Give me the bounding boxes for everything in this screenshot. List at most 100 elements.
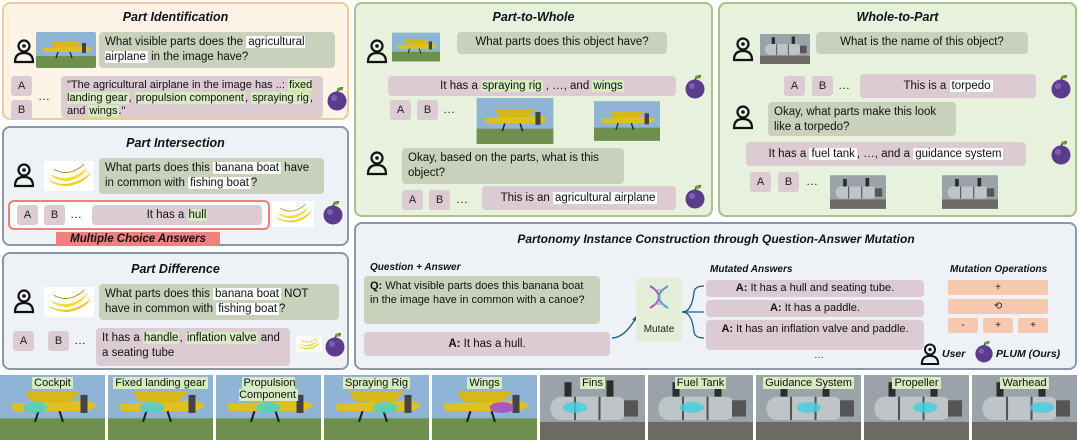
strip-label-text: Propeller: [892, 377, 941, 389]
mutated-answer-1: A: It has a hull and seating tube.: [706, 280, 924, 297]
strip-label: Fixed landing gear: [108, 377, 213, 389]
mutated-answer-2: A: It has a paddle.: [706, 300, 924, 317]
more-options: …: [838, 78, 850, 92]
part-highlight-mark: [679, 402, 704, 413]
partonomy-panel: Partonomy Instance Construction through …: [354, 222, 1077, 370]
banana-boat-part-image: [272, 198, 314, 230]
more-options: …: [456, 192, 468, 206]
option-b[interactable]: B: [778, 172, 799, 192]
airplane-thumb-image: [216, 375, 321, 440]
banana-boat-image: [44, 284, 94, 320]
question-bubble: Okay, what parts make this look like a t…: [768, 102, 956, 136]
part-highlight-mark: [913, 402, 938, 413]
part-intersection-title: Part Intersection: [126, 136, 225, 150]
plum-icon: [1050, 74, 1072, 100]
airplane-image: [392, 28, 440, 66]
airplane-thumb-image: [432, 375, 537, 440]
airplane-thumb-image: [324, 375, 429, 440]
legend-plum-icon: [974, 340, 994, 364]
option-b[interactable]: B: [44, 205, 65, 225]
part-highlight-mark: [256, 402, 281, 413]
fuel-tank-image: [830, 168, 886, 216]
user-icon: [13, 162, 35, 188]
strip-label: Fins: [540, 377, 645, 389]
mutation-branch: [682, 285, 705, 339]
user-icon: [366, 38, 388, 64]
legend-user-label: User: [942, 348, 966, 360]
answer-bubble: "The agricultural airplane in the image …: [61, 76, 323, 118]
strip-label: Guidance System: [756, 377, 861, 389]
torpedo-thumb-image: [540, 375, 645, 440]
strip-label-text: Wings: [467, 377, 502, 389]
user-icon: [13, 38, 35, 64]
strip-label-text: Cockpit: [32, 377, 73, 389]
option-a[interactable]: A: [402, 190, 423, 210]
strip-label-text: Fixed landing gear: [113, 377, 208, 389]
strip-thumb-fuel-tank: Fuel Tank: [648, 375, 753, 440]
mutate-label: Mutate: [643, 324, 675, 335]
whole-to-part-panel: Whole-to-Part What is the name of this o…: [718, 2, 1077, 217]
part-difference-panel: Part Difference What parts does this ban…: [2, 252, 349, 370]
part-highlight-mark: [22, 402, 48, 413]
answer-bubble: This is an agricultural airplane: [482, 186, 676, 210]
torpedo-image: [760, 28, 810, 70]
strip-label-text: Spraying Rig: [343, 377, 410, 389]
banana-boat-image: [44, 158, 94, 194]
airplane-thumb-image: [0, 375, 105, 440]
strip-label: Warhead: [972, 377, 1077, 389]
question-bubble: Q: What visible parts does this banana b…: [364, 276, 600, 324]
user-icon: [366, 150, 388, 176]
question-bubble: What visible parts does the agricultural…: [99, 32, 335, 68]
option-b[interactable]: B: [812, 76, 833, 96]
strip-label-text: Guidance System: [763, 377, 854, 389]
multiple-choice-badge: Multiple Choice Answers: [56, 232, 220, 246]
strip-thumb-fins: Fins: [540, 375, 645, 440]
option-a[interactable]: A: [13, 331, 34, 351]
mutated-answers-label: Mutated Answers: [710, 264, 793, 275]
part-to-whole-title: Part-to-Whole: [492, 10, 575, 24]
strip-thumb-propulsion-component: Propulsion Component: [216, 375, 321, 440]
mutation-op-replace: ⟲: [948, 299, 1048, 314]
plum-icon: [684, 184, 706, 210]
option-a[interactable]: A: [390, 100, 411, 120]
option-b[interactable]: B: [48, 331, 69, 351]
banana-boat-part-image: [296, 326, 322, 362]
option-a[interactable]: A: [11, 76, 32, 96]
strip-thumb-fixed-landing-gear: Fixed landing gear: [108, 375, 213, 440]
strip-label: Spraying Rig: [324, 377, 429, 389]
strip-thumb-guidance-system: Guidance System: [756, 375, 861, 440]
answer-bubble: It has a fuel tank, …, and a guidance sy…: [746, 142, 1026, 166]
strip-label: Cockpit: [0, 377, 105, 389]
wings-image: [594, 98, 660, 144]
question-bubble: What parts does this object have?: [457, 32, 667, 54]
answer-bubble: This is a torpedo: [860, 74, 1036, 98]
guidance-system-image: [942, 168, 998, 216]
more-options: …: [38, 89, 50, 103]
torpedo-thumb-image: [648, 375, 753, 440]
option-a[interactable]: A: [750, 172, 771, 192]
strip-label-text: Warhead: [1000, 377, 1049, 389]
dna-icon: [644, 282, 674, 312]
option-a[interactable]: A: [784, 76, 805, 96]
question-bubble: What is the name of this object?: [816, 32, 1028, 54]
option-b[interactable]: B: [417, 100, 438, 120]
strip-thumb-wings: Wings: [432, 375, 537, 440]
strip-label-text: Propulsion Component: [239, 377, 298, 401]
strip-label: Propeller: [864, 377, 969, 389]
option-b[interactable]: B: [11, 100, 32, 120]
plum-icon: [322, 200, 344, 226]
strip-thumb-warhead: Warhead: [972, 375, 1077, 440]
option-a[interactable]: A: [17, 205, 38, 225]
answer-bubble: It has a hull: [92, 205, 262, 225]
qa-label: Question + Answer: [370, 262, 461, 273]
plum-icon: [1050, 140, 1072, 166]
strip-label: Fuel Tank: [648, 377, 753, 389]
strip-thumb-spraying-rig: Spraying Rig: [324, 375, 429, 440]
part-identification-panel: Part Identification What visible parts d…: [2, 2, 349, 120]
option-b[interactable]: B: [429, 190, 450, 210]
airplane-thumb-image: [108, 375, 213, 440]
torpedo-thumb-image: [972, 375, 1077, 440]
strip-thumb-propeller: Propeller: [864, 375, 969, 440]
legend-user-icon: [920, 342, 940, 366]
part-intersection-panel: Part Intersection What parts does this b…: [2, 126, 349, 246]
